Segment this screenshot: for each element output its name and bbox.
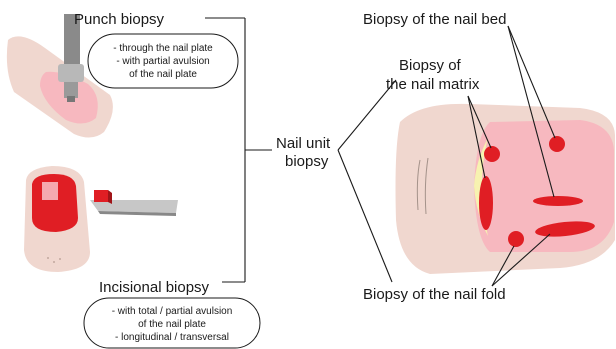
incisional-note-line: - longitudinal / transversal	[115, 332, 229, 343]
incisional-note-line: of the nail plate	[138, 319, 206, 330]
punch-note-bubble: - through the nail plate - with partial …	[88, 34, 238, 88]
incisional-note-line: - with total / partial avulsion	[112, 306, 233, 317]
nail-fold-label: Biopsy of the nail fold	[363, 286, 506, 303]
punch-note-line: - with partial avulsion	[116, 56, 209, 67]
nail-unit-label-line2: biopsy	[285, 153, 329, 170]
nail-unit-label: Nail unit	[276, 135, 331, 152]
incisional-biopsy-label: Incisional biopsy	[99, 279, 210, 296]
punch-note-line: - through the nail plate	[113, 43, 213, 54]
incisional-finger-illustration	[24, 166, 178, 272]
nail-matrix-label: Biopsy of	[399, 57, 462, 74]
incisional-note-bubble: - with total / partial avulsion of the n…	[84, 298, 260, 348]
punch-note-line: of the nail plate	[129, 69, 197, 80]
punch-biopsy-label: Punch biopsy	[74, 11, 165, 28]
nail-matrix-label-line2: the nail matrix	[386, 76, 480, 93]
nail-unit-illustration	[396, 104, 616, 274]
nail-bed-label: Biopsy of the nail bed	[363, 11, 506, 28]
